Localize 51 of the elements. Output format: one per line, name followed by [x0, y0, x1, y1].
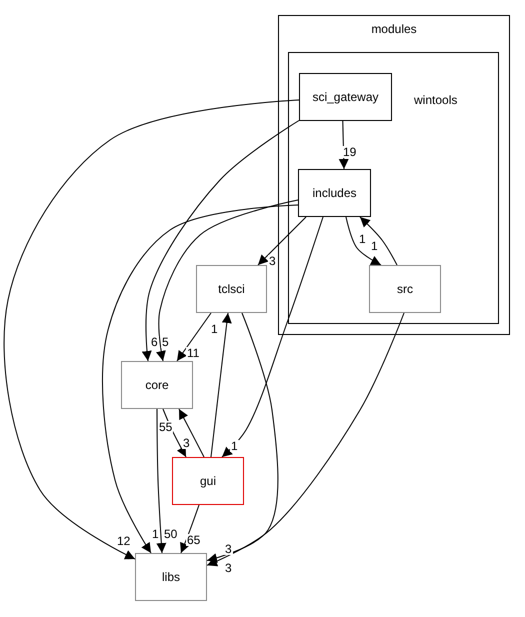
directory-name: libs — [162, 570, 180, 584]
directory-name: tclsci — [218, 282, 245, 296]
dependency-arrow — [4, 100, 300, 560]
directory-name: src — [397, 282, 413, 296]
directory-box — [196, 265, 267, 313]
dependency-arrow — [102, 204, 298, 554]
dependency-arrow — [210, 312, 232, 458]
edge-label: 3 — [224, 562, 233, 574]
directory-name: includes — [312, 186, 357, 200]
edge-label: 1 — [358, 233, 367, 245]
edge-label: 3 — [182, 437, 191, 449]
edge-label: 3 — [224, 543, 233, 555]
directory-name: gui — [200, 474, 216, 488]
dependency-arrow — [142, 120, 300, 362]
directory-box — [135, 553, 207, 601]
dependency-arrow — [360, 216, 398, 266]
directory-name: wintools — [414, 93, 458, 107]
edge-label: 12 — [116, 535, 132, 547]
directory-name: core — [145, 378, 169, 392]
dependency-arrow — [206, 312, 404, 566]
dependency-arrow — [176, 312, 212, 362]
directory-box — [369, 265, 441, 313]
edge-label: 11 — [186, 347, 200, 359]
edge-label: 65 — [186, 534, 202, 546]
dependency-arrow — [156, 200, 298, 362]
edge-label: 55 — [158, 421, 174, 433]
edge-label: 1 — [210, 323, 219, 335]
dependency-arrow — [156, 408, 166, 554]
edge-label: 3 — [268, 255, 277, 267]
dependency-arrow — [180, 504, 200, 554]
dependency-arrow — [178, 408, 204, 458]
directory-box — [299, 73, 392, 121]
edge-label: 1 — [230, 440, 239, 452]
directory-box — [172, 457, 244, 505]
edge-label: 6 — [150, 336, 159, 348]
edge-label: 1 — [370, 240, 379, 252]
dependency-arrow — [222, 216, 324, 458]
edge-label: 5 — [161, 336, 170, 348]
directory-group — [278, 15, 510, 335]
directory-name: sci_gateway — [312, 90, 379, 104]
dependency-arrow — [338, 120, 349, 170]
edge-label: 50 — [163, 528, 178, 540]
dependency-arrow — [206, 312, 278, 563]
edge-label: 19 — [342, 146, 358, 158]
dependency-arrow — [346, 216, 382, 266]
directory-box — [298, 169, 371, 217]
edge-label: 1 — [151, 528, 160, 540]
directory-box — [121, 361, 193, 409]
dependency-arrow — [258, 216, 306, 266]
directory-group — [288, 52, 499, 324]
directory-name: modules — [370, 22, 418, 36]
